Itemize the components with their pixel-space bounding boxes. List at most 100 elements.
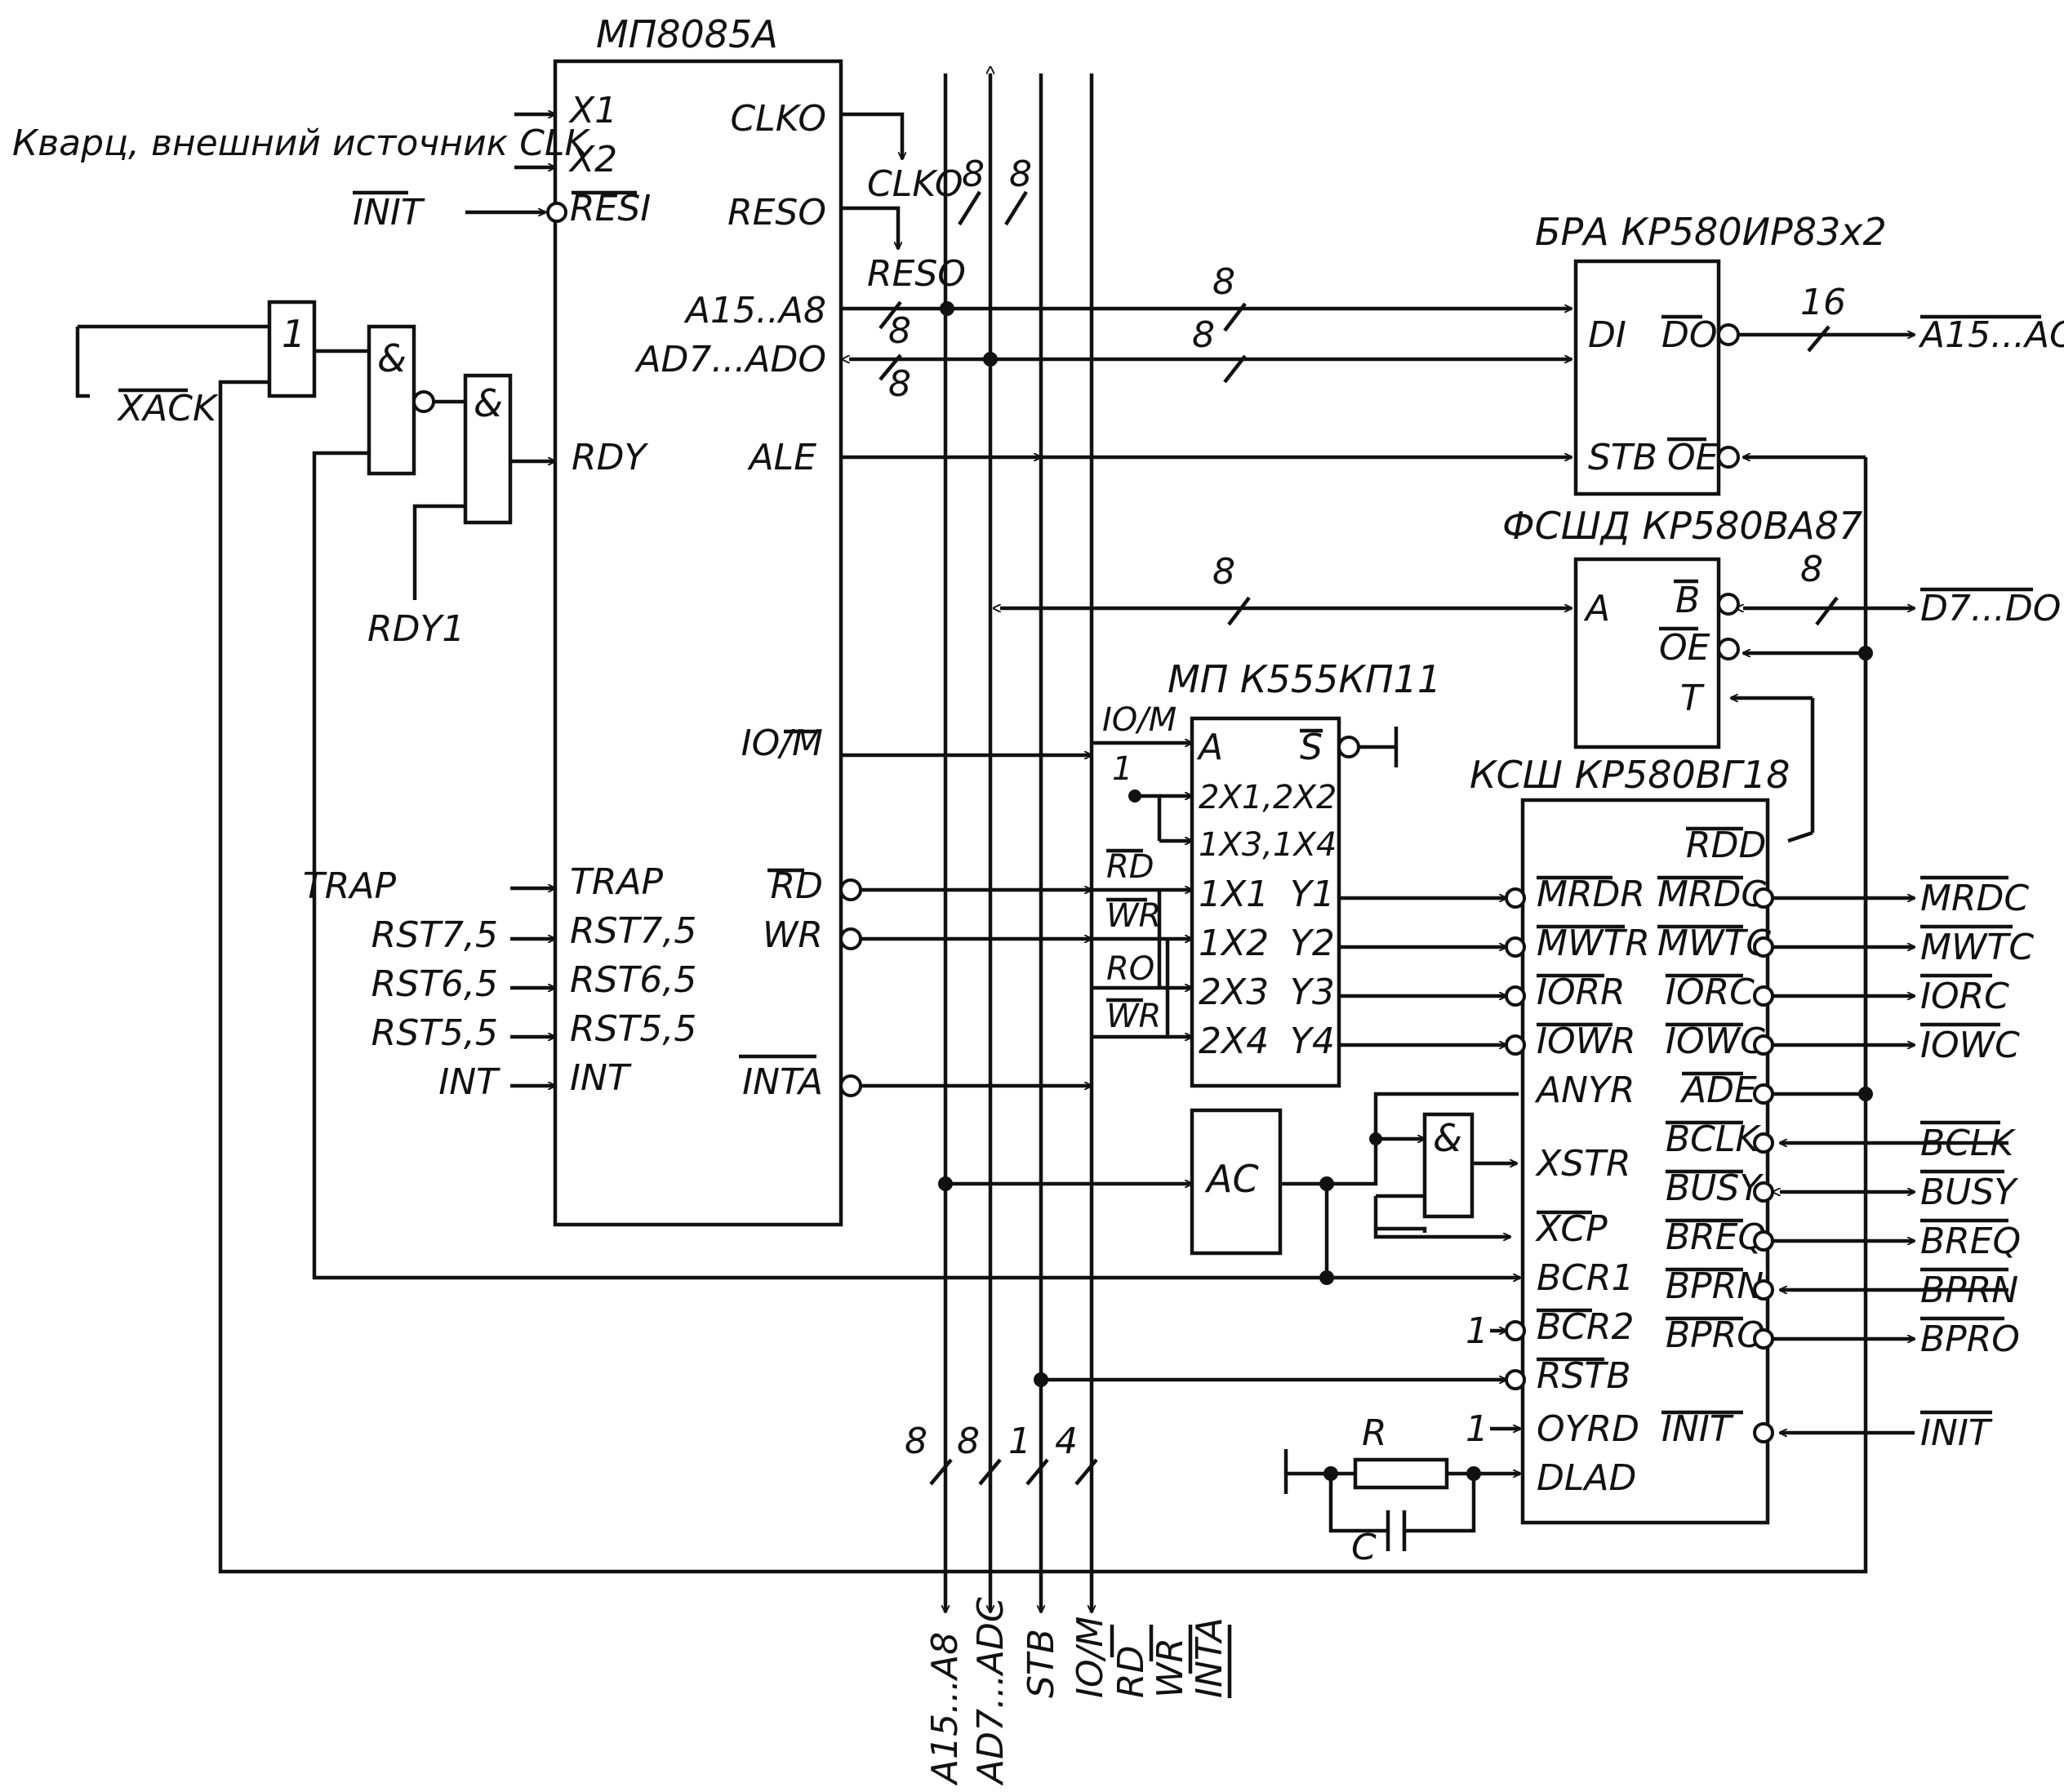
bus-ctrl-title: КСШ КР580ВГ18	[1470, 753, 1790, 797]
bottom-label-inta: INTA	[1189, 1617, 1230, 1698]
bottom-label-ad7-adc: AD7...ADC	[970, 1597, 1012, 1786]
bc-pin-mwtc: MWTC	[1657, 923, 1771, 964]
out-iorc: IORC	[1920, 976, 2009, 1017]
ac-title: АС	[1204, 1157, 1259, 1201]
vertical-buses: 8 8 8 8 1 4	[905, 73, 1098, 1612]
bc-pin-iowr: IOWR	[1537, 1021, 1636, 1062]
mux-chip: МП К555КП11 A S 2X1,2X2 1X3,1X4 1X1 1X2 …	[1092, 657, 1441, 1088]
pin-rst55: RST5,5	[570, 1008, 696, 1050]
pin-wr: WR	[763, 914, 823, 956]
pin-rd: RD	[771, 865, 823, 907]
bottom-width-3: 4	[1055, 1421, 1078, 1462]
bc-pin-init: INIT	[1661, 1408, 1734, 1450]
bc-pin-bclk: BCLK	[1666, 1118, 1761, 1160]
bcr2-const: 1	[1466, 1310, 1488, 1352]
bc-pin-busy: BUSY	[1666, 1167, 1764, 1209]
latch-title: БРА КР580ИР83х2	[1535, 210, 1887, 254]
pin-int: INT	[570, 1057, 632, 1099]
bottom-width-2: 1	[1008, 1421, 1031, 1462]
cpu-control-outputs	[839, 755, 1092, 1097]
pin-trap: TRAP	[570, 861, 664, 903]
top-bus-width-b: 8	[1009, 153, 1032, 195]
bc-pin-breq: BREQ	[1666, 1216, 1766, 1258]
pin-rst65: RST6,5	[570, 959, 696, 1001]
bottom-label-io-m: IO/M	[1070, 1616, 1111, 1698]
pin-resi: RESI	[570, 188, 651, 229]
trans-out-width: 8	[1800, 549, 1823, 590]
rdy1-label: RDY1	[367, 608, 465, 650]
mux-in-wr2: WR	[1106, 998, 1161, 1035]
bc-pin-iorr: IORR	[1537, 972, 1626, 1013]
bc-pin-rdd: RDD	[1686, 825, 1766, 866]
oyrd-const: 1	[1466, 1408, 1488, 1450]
rst75-label: RST7,5	[371, 914, 498, 956]
clock-source-label: Кварц, внешний источник CLK	[12, 122, 590, 164]
pin-reso: RESO	[727, 192, 826, 233]
out-busy: BUSY	[1920, 1172, 2018, 1213]
data-transceiver-chip: ФСШД КР580ВА87 A B OE T 8 D7...DO	[1502, 504, 2061, 833]
bus-controller-chip: КСШ КР580ВГ18 MRDR MWTR IORR IOWR ANYR X…	[1034, 753, 1813, 1568]
pin-rdy: RDY	[572, 437, 648, 478]
int-label: INT	[438, 1061, 500, 1103]
bc-pin-bprn: BPRN	[1666, 1265, 1764, 1307]
pin-io-m: IO/M	[741, 723, 823, 764]
address-latch-chip: БРА КР580ИР83х2 DI DO STB OE 16 A15...AO	[1535, 210, 2064, 496]
mux-in-wr: WR	[1106, 897, 1161, 935]
and3-gate-label: &	[1433, 1116, 1462, 1160]
mux-pin-1x3: 1X3,1X4	[1199, 826, 1337, 864]
out-bpro: BPRO	[1920, 1318, 2020, 1360]
ac-block: АС &	[938, 1092, 1519, 1285]
bc-pin-mrdc: MRDC	[1657, 874, 1766, 915]
mux-pin-2x1: 2X1,2X2	[1199, 779, 1337, 816]
mux-in-one: 1	[1112, 750, 1132, 788]
pin-x2: X2	[568, 139, 617, 180]
bottom-bus-labels: A15...A8 AD7...ADC STB IO/M RD WR INTA	[924, 1597, 1232, 1786]
bottom-label-wr: WR	[1150, 1638, 1191, 1698]
out-bprn: BPRN	[1920, 1270, 2018, 1311]
bc-pin-bcr2: BCR2	[1537, 1306, 1634, 1348]
latch-in-width: 8	[1212, 261, 1235, 303]
out-mrdc: MRDC	[1920, 878, 2029, 919]
bc-pin-bpro: BPRO	[1666, 1314, 1765, 1356]
rst55-label: RST5,5	[371, 1012, 498, 1054]
data-width: 8	[1212, 551, 1235, 593]
and-gate-label: &	[377, 336, 407, 380]
bottom-label-a15-a8: A15...A8	[924, 1632, 966, 1786]
init-in-label: INIT	[353, 192, 425, 233]
mux-in-rd: RD	[1106, 848, 1154, 886]
pin-ale: ALE	[747, 437, 817, 478]
latch-pin-di: DI	[1588, 314, 1626, 356]
cpu-chip: МП8085А X1 X2 RESI RDY TRAP RST7,5 RST6,…	[553, 12, 843, 1227]
out-a15-a0: A15...AO	[1918, 314, 2064, 356]
pin-a15-a8: A15..A8	[683, 290, 826, 331]
out-d7-d0: D7...DO	[1920, 588, 2061, 629]
mux-pin-2x3: 2X3	[1199, 972, 1269, 1013]
mux-pin-1x1: 1X1	[1199, 874, 1269, 915]
addr-lo2-width: 8	[1192, 314, 1215, 356]
out-iowc: IOWC	[1920, 1025, 2020, 1066]
mux-in-io-m: IO/M	[1102, 701, 1177, 739]
clko-out-label: CLKO	[867, 163, 963, 205]
mux-title: МП К555КП11	[1168, 657, 1441, 701]
bc-pin-oyrd: OYRD	[1537, 1408, 1639, 1450]
mux-pin-a: A	[1196, 727, 1223, 768]
mux-pin-1x2: 1X2	[1199, 923, 1269, 964]
trans-pin-t: T	[1680, 678, 1705, 719]
mux-pin-s: S	[1300, 727, 1323, 768]
bc-pin-mrdr: MRDR	[1537, 874, 1645, 915]
bc-pin-iorc: IORC	[1666, 972, 1755, 1013]
xack-label: XACK	[117, 388, 219, 429]
latch-pin-do: DO	[1661, 314, 1718, 356]
mux-pin-y2: Y2	[1290, 923, 1335, 964]
mux-pin-2x4: 2X4	[1199, 1021, 1269, 1062]
ready-logic: 1 & & XACK RDY1	[75, 300, 1868, 1574]
reso-out-label: RESO	[867, 253, 966, 295]
addr-lo-width: 8	[888, 363, 911, 405]
bc-pin-iowc: IOWC	[1666, 1021, 1765, 1062]
mux-pin-y1: Y1	[1290, 874, 1335, 915]
out-init: INIT	[1920, 1412, 1993, 1454]
top-bus-width-a: 8	[962, 153, 985, 195]
bc-pin-anyr: ANYR	[1534, 1069, 1635, 1111]
pin-rst75: RST7,5	[570, 910, 696, 952]
trans-pin-oe: OE	[1659, 627, 1710, 669]
